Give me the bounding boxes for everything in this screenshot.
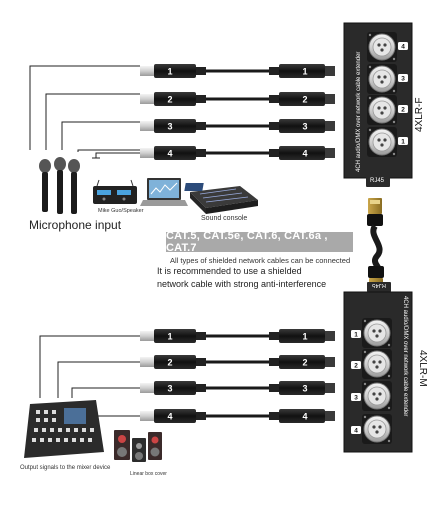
svg-text:3: 3: [401, 76, 405, 83]
cable-label-right: 4: [302, 412, 307, 422]
extender-box-top: 4 3 2 1: [343, 22, 413, 187]
channel-number-tag: 3: [351, 393, 361, 402]
svg-text:2: 2: [354, 363, 358, 370]
xlr-male-socket-2: [362, 349, 392, 379]
cable-label-right: 3: [302, 384, 307, 394]
svg-text:3: 3: [354, 395, 358, 402]
output-signals-caption: Output signals to the mixer device: [20, 465, 111, 471]
mike-guo-speaker-caption: Mike Guo/Speaker: [98, 208, 144, 214]
xlr-female-socket-2: [367, 95, 397, 125]
xlr-male-socket-4: [362, 414, 392, 444]
all-types-note: All types of shielded network cables can…: [170, 256, 351, 265]
recommend-note-line1: It is recommended to use a shielded: [157, 266, 302, 276]
cable-label-left: 1: [167, 332, 172, 342]
network-cable: [367, 198, 384, 294]
cable-label-left: 4: [167, 149, 172, 159]
laptop-icon: [140, 178, 188, 206]
channel-number-tag: 3: [398, 74, 408, 83]
cable-label-left: 4: [167, 412, 172, 422]
bottom-box-port: RJ45: [372, 282, 387, 288]
xlr-female-socket-4: [367, 32, 397, 62]
cable-label-right: 2: [302, 358, 307, 368]
channel-number-tag: 4: [351, 426, 361, 435]
xlr-female-socket-1: [367, 127, 397, 157]
svg-text:4: 4: [354, 428, 358, 435]
svg-text:2: 2: [401, 107, 405, 114]
bottom-box-model: 4XLR-M: [417, 350, 428, 387]
cable-label-right: 1: [302, 332, 307, 342]
cable-label-left: 2: [167, 358, 172, 368]
top-box-port: RJ45: [370, 178, 385, 184]
extender-box-bottom: 1 2 3 4: [343, 282, 413, 453]
svg-text:1: 1: [401, 139, 405, 146]
channel-number-tag: 1: [398, 137, 408, 146]
linear-box-cover-caption: Linear box cover: [130, 471, 167, 477]
channel-number-tag: 1: [351, 330, 361, 339]
cable-label-right: 2: [302, 95, 307, 105]
mixer-device-icon: [24, 400, 104, 458]
xlr-female-socket-3: [367, 64, 397, 94]
cable-label-right: 1: [302, 67, 307, 77]
sound-console-caption: Sound console: [201, 215, 248, 222]
microphone-input-caption: Microphone input: [29, 218, 122, 232]
svg-text:1: 1: [354, 332, 358, 339]
wireless-receiver-icon: [93, 179, 137, 204]
xlr-male-socket-3: [362, 381, 392, 411]
cable-label-left: 1: [167, 67, 172, 77]
channel-number-tag: 2: [398, 105, 408, 114]
top-box-model: 4XLR-F: [414, 97, 425, 132]
top-signal-wires: [29, 65, 140, 159]
microphones: [39, 157, 80, 214]
channel-number-tag: 2: [351, 361, 361, 370]
speakers-icon: [114, 430, 162, 462]
recommend-note-line2: network cable with strong anti-interfere…: [157, 279, 327, 289]
channel-number-tag: 4: [398, 42, 408, 51]
cable-label-right: 4: [302, 149, 307, 159]
svg-text:4: 4: [401, 44, 405, 51]
xlr-male-socket-1: [362, 318, 392, 348]
bottom-box-title: 4CH audio/DMX over network cable extende…: [402, 296, 408, 417]
cable-label-left: 3: [167, 122, 172, 132]
cable-label-left: 2: [167, 95, 172, 105]
sound-console-icon: [184, 183, 258, 214]
top-box-title: 4CH audio/DMX over network cable extende…: [356, 51, 362, 172]
cable-types-badge: CAT.5, CAT.5e, CAT.6, CAT.6a , CAT.7: [166, 230, 353, 254]
cable-label-right: 3: [302, 122, 307, 132]
cable-label-left: 3: [167, 384, 172, 394]
